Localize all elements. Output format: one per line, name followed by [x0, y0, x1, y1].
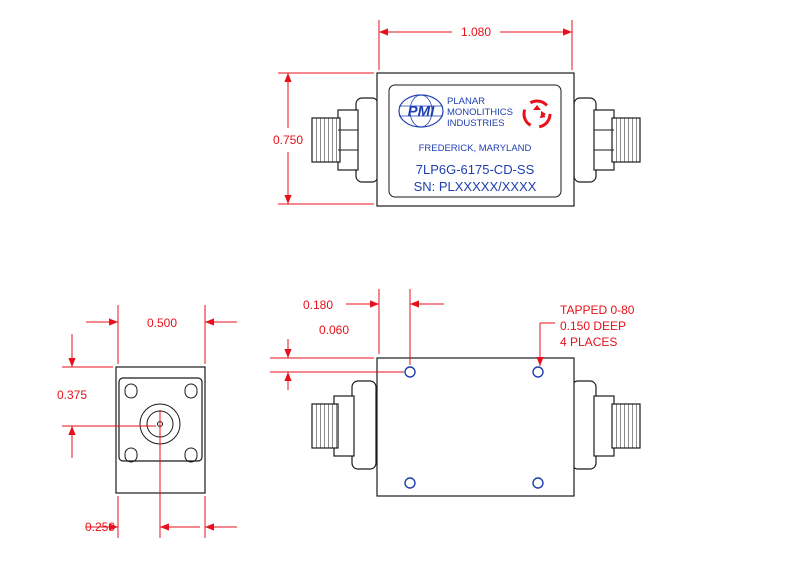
end-view: 0.500 0.375 0.250 — [57, 305, 237, 538]
bottom-left-sma-connector — [311, 380, 377, 470]
dimension-top-height: 0.750 — [273, 72, 374, 205]
dim-top-height-label: 0.750 — [273, 133, 303, 147]
company-line-1: PLANAR — [447, 96, 485, 107]
target-emblem-icon — [522, 99, 552, 129]
location-text: FREDERICK, MARYLAND — [419, 143, 532, 154]
dimension-end-center: 0.250 — [85, 410, 237, 538]
logo-text: PMI — [408, 103, 436, 120]
product-label — [388, 84, 562, 198]
dimension-end-width: 0.500 — [86, 305, 237, 364]
note-line-3: 4 PLACES — [560, 335, 617, 349]
dimension-top-width: 1.080 — [378, 20, 573, 70]
company-line-3: INDUSTRIES — [447, 118, 505, 129]
dim-end-width-label: 0.500 — [147, 316, 177, 330]
dim-hole-offset-y-label: 0.060 — [319, 323, 349, 337]
tapped-mounting-holes — [404, 366, 544, 489]
filter-housing — [376, 72, 575, 207]
dimension-hole-offset-x: 0.180 — [303, 289, 444, 365]
top-view: PMI PLANAR MONOLITHICS INDUSTRIES FREDER… — [273, 20, 641, 207]
bottom-view: 0.180 0.060 TAPPED 0-80 0.150 DEEP 4 PLA… — [270, 289, 641, 497]
bottom-right-sma-connector — [571, 380, 641, 470]
right-sma-connector — [573, 97, 641, 183]
dim-top-width-label: 1.080 — [461, 25, 491, 39]
dim-end-center-label: 0.250 — [85, 520, 115, 534]
pmi-logo: PMI — [398, 94, 444, 128]
flange-mounting-holes — [124, 383, 198, 463]
note-line-1: TAPPED 0-80 — [560, 303, 635, 317]
dimension-end-height: 0.375 — [57, 334, 156, 458]
tapped-hole-note: TAPPED 0-80 0.150 DEEP 4 PLACES — [536, 303, 635, 366]
bottom-housing — [376, 357, 575, 497]
part-number: 7LP6G-6175-CD-SS — [416, 162, 535, 177]
dim-hole-offset-x-label: 0.180 — [303, 298, 333, 312]
left-sma-connector — [311, 97, 379, 183]
company-line-2: MONOLITHICS — [447, 107, 513, 118]
note-line-2: 0.150 DEEP — [560, 319, 626, 333]
dimension-hole-offset-y: 0.060 — [270, 323, 404, 390]
serial-number: SN: PLXXXXX/XXXX — [414, 179, 537, 194]
dim-end-height-label: 0.375 — [57, 388, 87, 402]
